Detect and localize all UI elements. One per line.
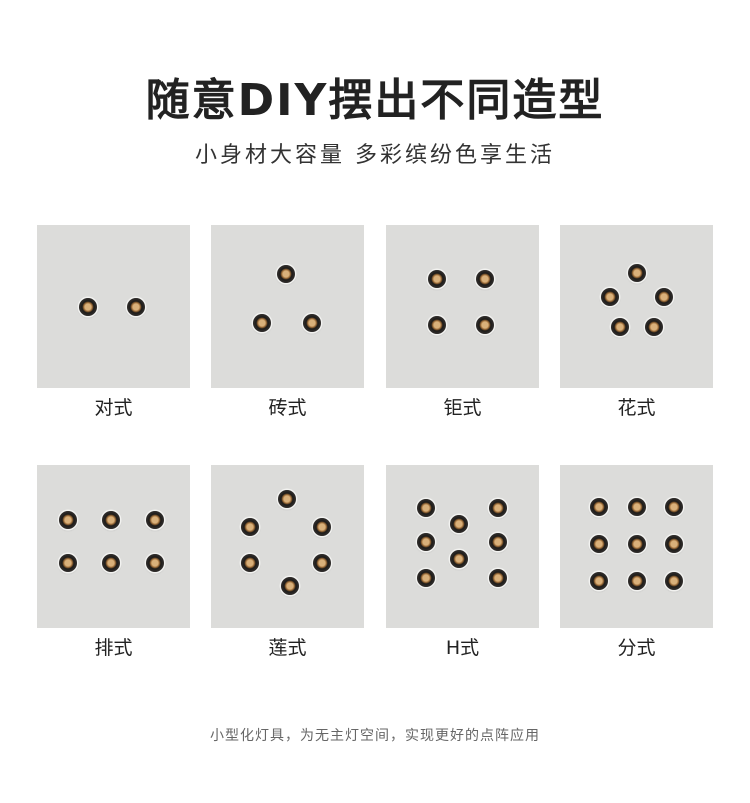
spotlight-icon xyxy=(628,264,646,282)
spotlight-icon xyxy=(59,511,77,529)
layout-card-lian xyxy=(211,465,364,628)
spotlight-icon xyxy=(253,314,271,332)
layout-label-ju: 钜式 xyxy=(443,397,482,419)
spotlight-icon xyxy=(278,490,296,508)
layout-card-h xyxy=(386,465,539,628)
layout-label-h: H式 xyxy=(445,637,480,659)
spotlight-icon xyxy=(628,572,646,590)
layout-card-fen xyxy=(560,465,713,628)
spotlight-icon xyxy=(489,533,507,551)
spotlight-icon xyxy=(476,316,494,334)
spotlight-icon xyxy=(79,298,97,316)
page-subtitle: 小身材大容量 多彩缤纷色享生活 xyxy=(195,143,555,168)
spotlight-icon xyxy=(590,535,608,553)
spotlight-icon xyxy=(645,318,663,336)
layout-label-dui: 对式 xyxy=(94,397,133,419)
spotlight-icon xyxy=(655,288,673,306)
spotlight-icon xyxy=(303,314,321,332)
layout-card-zhuan xyxy=(211,225,364,388)
spotlight-icon xyxy=(476,270,494,288)
spotlight-icon xyxy=(127,298,145,316)
spotlight-icon xyxy=(590,572,608,590)
spotlight-icon xyxy=(665,572,683,590)
spotlight-icon xyxy=(628,535,646,553)
spotlight-icon xyxy=(313,554,331,572)
spotlight-icon xyxy=(102,511,120,529)
spotlight-icon xyxy=(428,316,446,334)
spotlight-icon xyxy=(281,577,299,595)
spotlight-icon xyxy=(146,511,164,529)
spotlight-icon xyxy=(313,518,331,536)
layout-label-hua: 花式 xyxy=(617,397,656,419)
page-title: 随意DIY摆出不同造型 xyxy=(145,75,605,126)
spotlight-icon xyxy=(241,554,259,572)
spotlight-icon xyxy=(102,554,120,572)
spotlight-icon xyxy=(628,498,646,516)
spotlight-icon xyxy=(450,550,468,568)
layout-card-pai xyxy=(37,465,190,628)
spotlight-icon xyxy=(601,288,619,306)
spotlight-icon xyxy=(277,265,295,283)
spotlight-icon xyxy=(417,569,435,587)
layout-label-fen: 分式 xyxy=(617,637,656,659)
spotlight-icon xyxy=(665,535,683,553)
spotlight-icon xyxy=(489,569,507,587)
spotlight-icon xyxy=(450,515,468,533)
spotlight-icon xyxy=(146,554,164,572)
spotlight-icon xyxy=(428,270,446,288)
spotlight-icon xyxy=(665,498,683,516)
layout-label-lian: 莲式 xyxy=(268,637,307,659)
layout-label-zhuan: 砖式 xyxy=(268,397,307,419)
layout-label-pai: 排式 xyxy=(94,637,133,659)
layout-card-dui xyxy=(37,225,190,388)
spotlight-icon xyxy=(417,499,435,517)
spotlight-icon xyxy=(611,318,629,336)
spotlight-icon xyxy=(241,518,259,536)
layout-card-ju xyxy=(386,225,539,388)
spotlight-icon xyxy=(417,533,435,551)
spotlight-icon xyxy=(590,498,608,516)
spotlight-icon xyxy=(489,499,507,517)
layout-card-hua xyxy=(560,225,713,388)
footer-caption: 小型化灯具，为无主灯空间，实现更好的点阵应用 xyxy=(210,728,540,744)
spotlight-icon xyxy=(59,554,77,572)
